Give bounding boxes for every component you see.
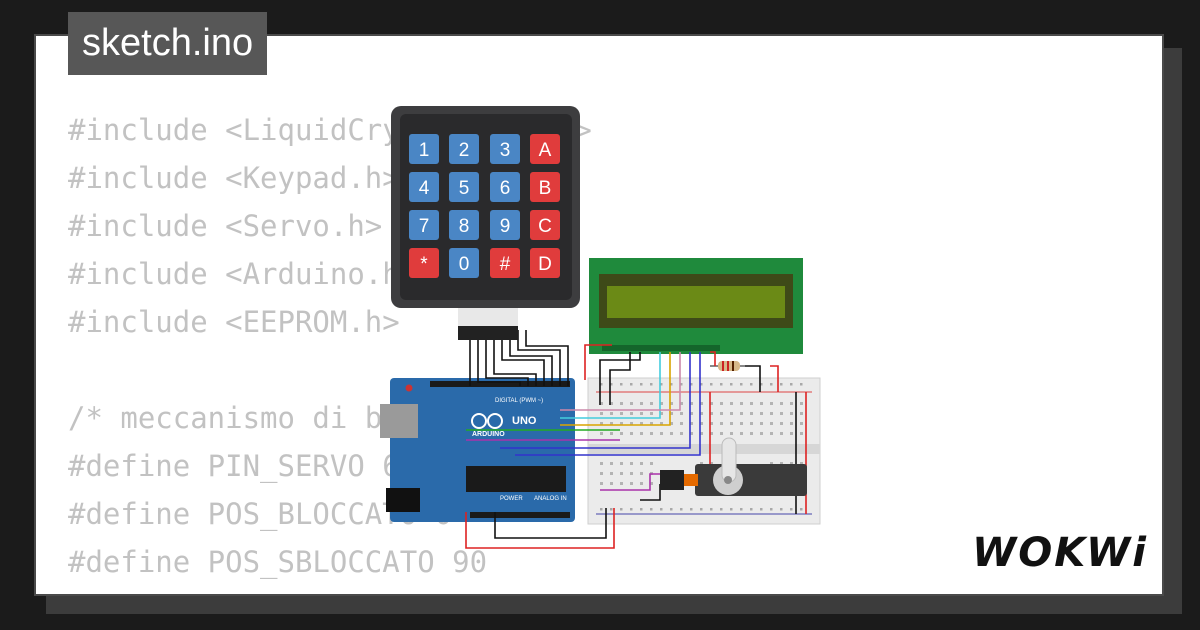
breadboard[interactable] xyxy=(587,377,821,525)
keypad-key-label: 4 xyxy=(419,178,430,199)
code-line: #define PIN_SERVO 6 xyxy=(68,449,400,483)
code-line: #define POS_SBLOCCATO 90 xyxy=(68,545,488,579)
keypad-key-a[interactable] xyxy=(530,134,560,164)
resistor[interactable] xyxy=(710,361,745,371)
servo-motor[interactable] xyxy=(660,437,807,496)
keypad-key-8[interactable] xyxy=(449,210,479,240)
keypad-key-label: 7 xyxy=(419,216,430,237)
keypad-key-2[interactable] xyxy=(449,134,479,164)
keypad-key-3[interactable] xyxy=(490,134,520,164)
arduino-uno[interactable]: ARDUINO UNO DIGITAL (PWM ~) POWER ANALOG… xyxy=(380,378,575,522)
keypad-key-7[interactable] xyxy=(409,210,439,240)
keypad-key-label: 5 xyxy=(459,178,470,199)
keypad-key-label: 0 xyxy=(459,254,470,275)
sketch-title-tab[interactable]: sketch.ino xyxy=(68,12,268,75)
keypad-key-star[interactable] xyxy=(409,248,439,278)
keypad-key-9[interactable] xyxy=(490,210,520,240)
keypad-key-label: A xyxy=(539,140,552,161)
keypad-key-label: * xyxy=(420,254,428,275)
keypad-key-label: 1 xyxy=(419,140,430,161)
keypad-key-d[interactable] xyxy=(530,248,560,278)
uno-label: UNO xyxy=(512,415,537,427)
keypad-key-label: 2 xyxy=(459,140,470,161)
keypad-key-c[interactable] xyxy=(530,210,560,240)
keypad[interactable]: 1 2 3 A 4 5 6 B 7 8 9 C * 0 # D xyxy=(391,106,580,340)
analog-label: ANALOG IN xyxy=(534,496,567,502)
keypad-key-label: 3 xyxy=(500,140,511,161)
code-line: Servo xyxy=(68,586,592,594)
lcd-display[interactable] xyxy=(589,258,803,354)
keypad-key-label: # xyxy=(500,254,511,275)
code-line: #include <Arduino.h> xyxy=(68,257,418,291)
keypad-key-4[interactable] xyxy=(409,172,439,202)
keypad-key-label: 8 xyxy=(459,216,470,237)
code-line: #include <Keypad.h> xyxy=(68,161,400,195)
keypad-key-label: C xyxy=(538,216,552,237)
keypad-key-hash[interactable] xyxy=(490,248,520,278)
keypad-key-b[interactable] xyxy=(530,172,560,202)
keypad-key-label: 9 xyxy=(500,216,511,237)
keypad-key-6[interactable] xyxy=(490,172,520,202)
code-line: #include <EEPROM.h> xyxy=(68,305,400,339)
arduino-label: ARDUINO xyxy=(472,431,505,438)
code-line: #define POS_BLOCCATO 0 xyxy=(68,497,453,531)
digital-label: DIGITAL (PWM ~) xyxy=(495,398,543,404)
keypad-key-1[interactable] xyxy=(409,134,439,164)
keypad-key-label: B xyxy=(539,178,552,199)
wokwi-logo[interactable]: WOKWi xyxy=(972,530,1148,576)
wokwi-logo-text: WOKWi xyxy=(972,530,1148,576)
code-line: #include <Servo.h> xyxy=(68,209,383,243)
power-label: POWER xyxy=(500,496,523,502)
keypad-key-0[interactable] xyxy=(449,248,479,278)
keypad-key-label: D xyxy=(538,254,552,275)
keypad-key-5[interactable] xyxy=(449,172,479,202)
keypad-key-label: 6 xyxy=(500,178,511,199)
